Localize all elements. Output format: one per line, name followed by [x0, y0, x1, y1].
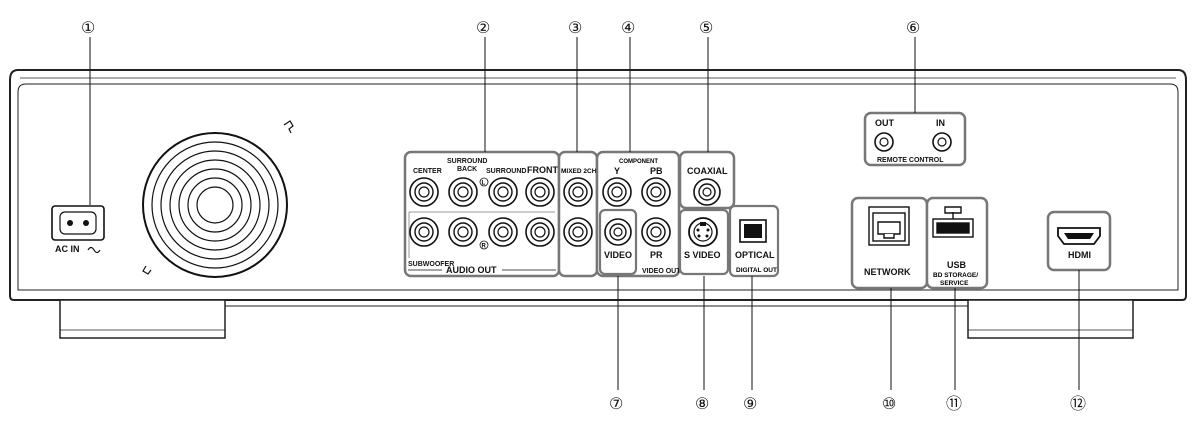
- l-mark: L: [482, 181, 486, 187]
- audio-out-label: AUDIO OUT: [446, 265, 497, 275]
- callout-10: ⑩: [882, 396, 896, 413]
- surround-label: SURROUND: [486, 168, 526, 175]
- remote-in-label: IN: [936, 118, 945, 128]
- callouts: ① ② ③ ④ ⑤ ⑥ ⑦ ⑧ ⑨ ⑩ ⑪ ⑫: [81, 20, 1086, 413]
- callout-2: ②: [476, 20, 490, 37]
- callout-6: ⑥: [906, 20, 920, 37]
- rca-jack-coaxial: [693, 178, 721, 206]
- video-out-group: COMPONENT Y PB PR VIDEO OUT VIDEO: [595, 150, 681, 278]
- callout-4: ④: [621, 20, 635, 37]
- foot-right: [967, 299, 1134, 339]
- network-label: NETWORK: [864, 267, 911, 277]
- callout-3: ③: [568, 20, 582, 37]
- rca-jack-surround-l: [488, 177, 518, 207]
- pb-label: PB: [650, 166, 663, 176]
- callout-11: ⑪: [946, 395, 962, 413]
- remote-out-jack: [874, 132, 894, 152]
- mixed-2ch-label: MIXED 2CH: [561, 168, 597, 175]
- center-label: CENTER: [413, 168, 442, 175]
- network-group: NETWORK: [850, 196, 929, 290]
- remote-in-jack: [932, 132, 952, 152]
- ethernet-port: [868, 206, 910, 246]
- callout-9: ⑨: [743, 396, 757, 413]
- s-video-label: S VIDEO: [684, 250, 721, 260]
- foot-left: [59, 299, 226, 339]
- coaxial-label: COAXIAL: [687, 166, 728, 176]
- rca-jack-component-pb: [641, 177, 671, 207]
- cooling-fan: [142, 120, 294, 278]
- rca-jack-front-r: [525, 217, 555, 247]
- rca-jack-mixed-r: [563, 217, 593, 247]
- video-out-label: VIDEO OUT: [642, 268, 681, 275]
- rca-jack-surround-back-r: [448, 217, 478, 247]
- subwoofer-label: SUBWOOFER: [408, 261, 454, 268]
- s-video-group: S VIDEO: [678, 208, 730, 276]
- callout-8: ⑧: [695, 396, 709, 413]
- rca-jack-surround-back-l: [448, 177, 478, 207]
- usb-group: USB BD STORAGE/ SERVICE: [925, 196, 989, 290]
- hdmi-group: HDMI: [1046, 210, 1112, 272]
- rca-jack-subwoofer: [409, 217, 439, 247]
- callout-5: ⑤: [699, 20, 713, 37]
- rca-jack-component-pr: [641, 217, 671, 247]
- callout-7: ⑦: [609, 396, 623, 413]
- front-label: FRONT: [527, 165, 558, 175]
- bd-storage-label: BD STORAGE/: [933, 272, 978, 279]
- rca-jack-surround-r: [488, 217, 518, 247]
- video-label: VIDEO: [604, 250, 632, 260]
- ac-in-label: AC IN: [55, 244, 80, 254]
- coaxial-group: COAXIAL: [678, 150, 736, 210]
- optical-label: OPTICAL: [735, 250, 775, 260]
- audio-jacks: [409, 177, 555, 247]
- callout-12: ⑫: [1070, 395, 1086, 413]
- rca-jack-mixed-l: [563, 177, 593, 207]
- y-label: Y: [614, 166, 620, 176]
- component-label: COMPONENT: [619, 159, 658, 165]
- mixed-2ch-group: MIXED 2CH: [557, 150, 599, 278]
- leader-lines: [89, 37, 1080, 390]
- remote-control-label: REMOTE CONTROL: [877, 157, 944, 164]
- usb-port: [932, 206, 974, 238]
- rca-jack-center: [409, 177, 439, 207]
- rca-jack-front-l: [525, 177, 555, 207]
- hdmi-label: HDMI: [1068, 250, 1091, 260]
- remote-out-label: OUT: [875, 118, 895, 128]
- callout-1: ①: [81, 20, 95, 37]
- pr-label: PR: [650, 250, 663, 260]
- digital-out-label: DIGITAL OUT: [736, 267, 777, 274]
- remote-control-group: OUT IN REMOTE CONTROL: [863, 111, 967, 167]
- rca-jack-video: [604, 218, 632, 246]
- ac-in-socket: AC IN: [51, 205, 105, 254]
- service-label: SERVICE: [940, 280, 969, 287]
- usb-label: USB: [947, 260, 967, 270]
- r-mark: R: [482, 244, 487, 250]
- rca-jack-component-y: [602, 177, 632, 207]
- optical-group: OPTICAL DIGITAL OUT: [728, 204, 780, 278]
